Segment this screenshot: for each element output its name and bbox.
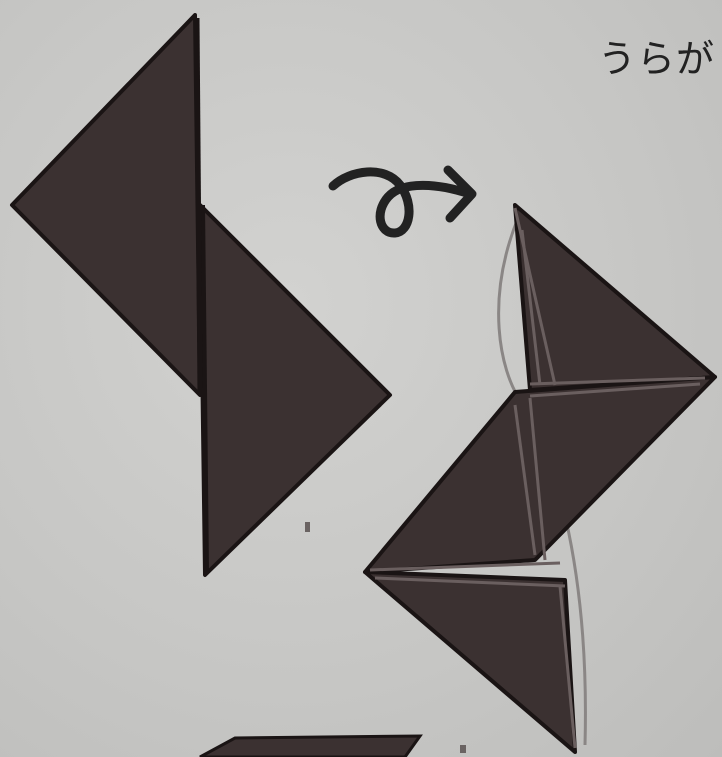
turn-over-arrow-icon (333, 170, 472, 233)
instruction-caption: うらが (598, 28, 715, 83)
left-lower-triangle (200, 205, 390, 575)
left-upper-triangle (12, 15, 200, 395)
folded-shape-after-flip (365, 205, 715, 752)
folded-shape-before-flip (12, 15, 390, 575)
right-upper-triangle (515, 205, 715, 390)
left-center-crease (197, 18, 200, 395)
paper-speck (460, 745, 466, 753)
right-lower-triangle (365, 572, 575, 752)
right-middle-diamond (365, 377, 715, 572)
paper-speck (305, 522, 310, 532)
next-step-shape-partial (200, 736, 420, 757)
